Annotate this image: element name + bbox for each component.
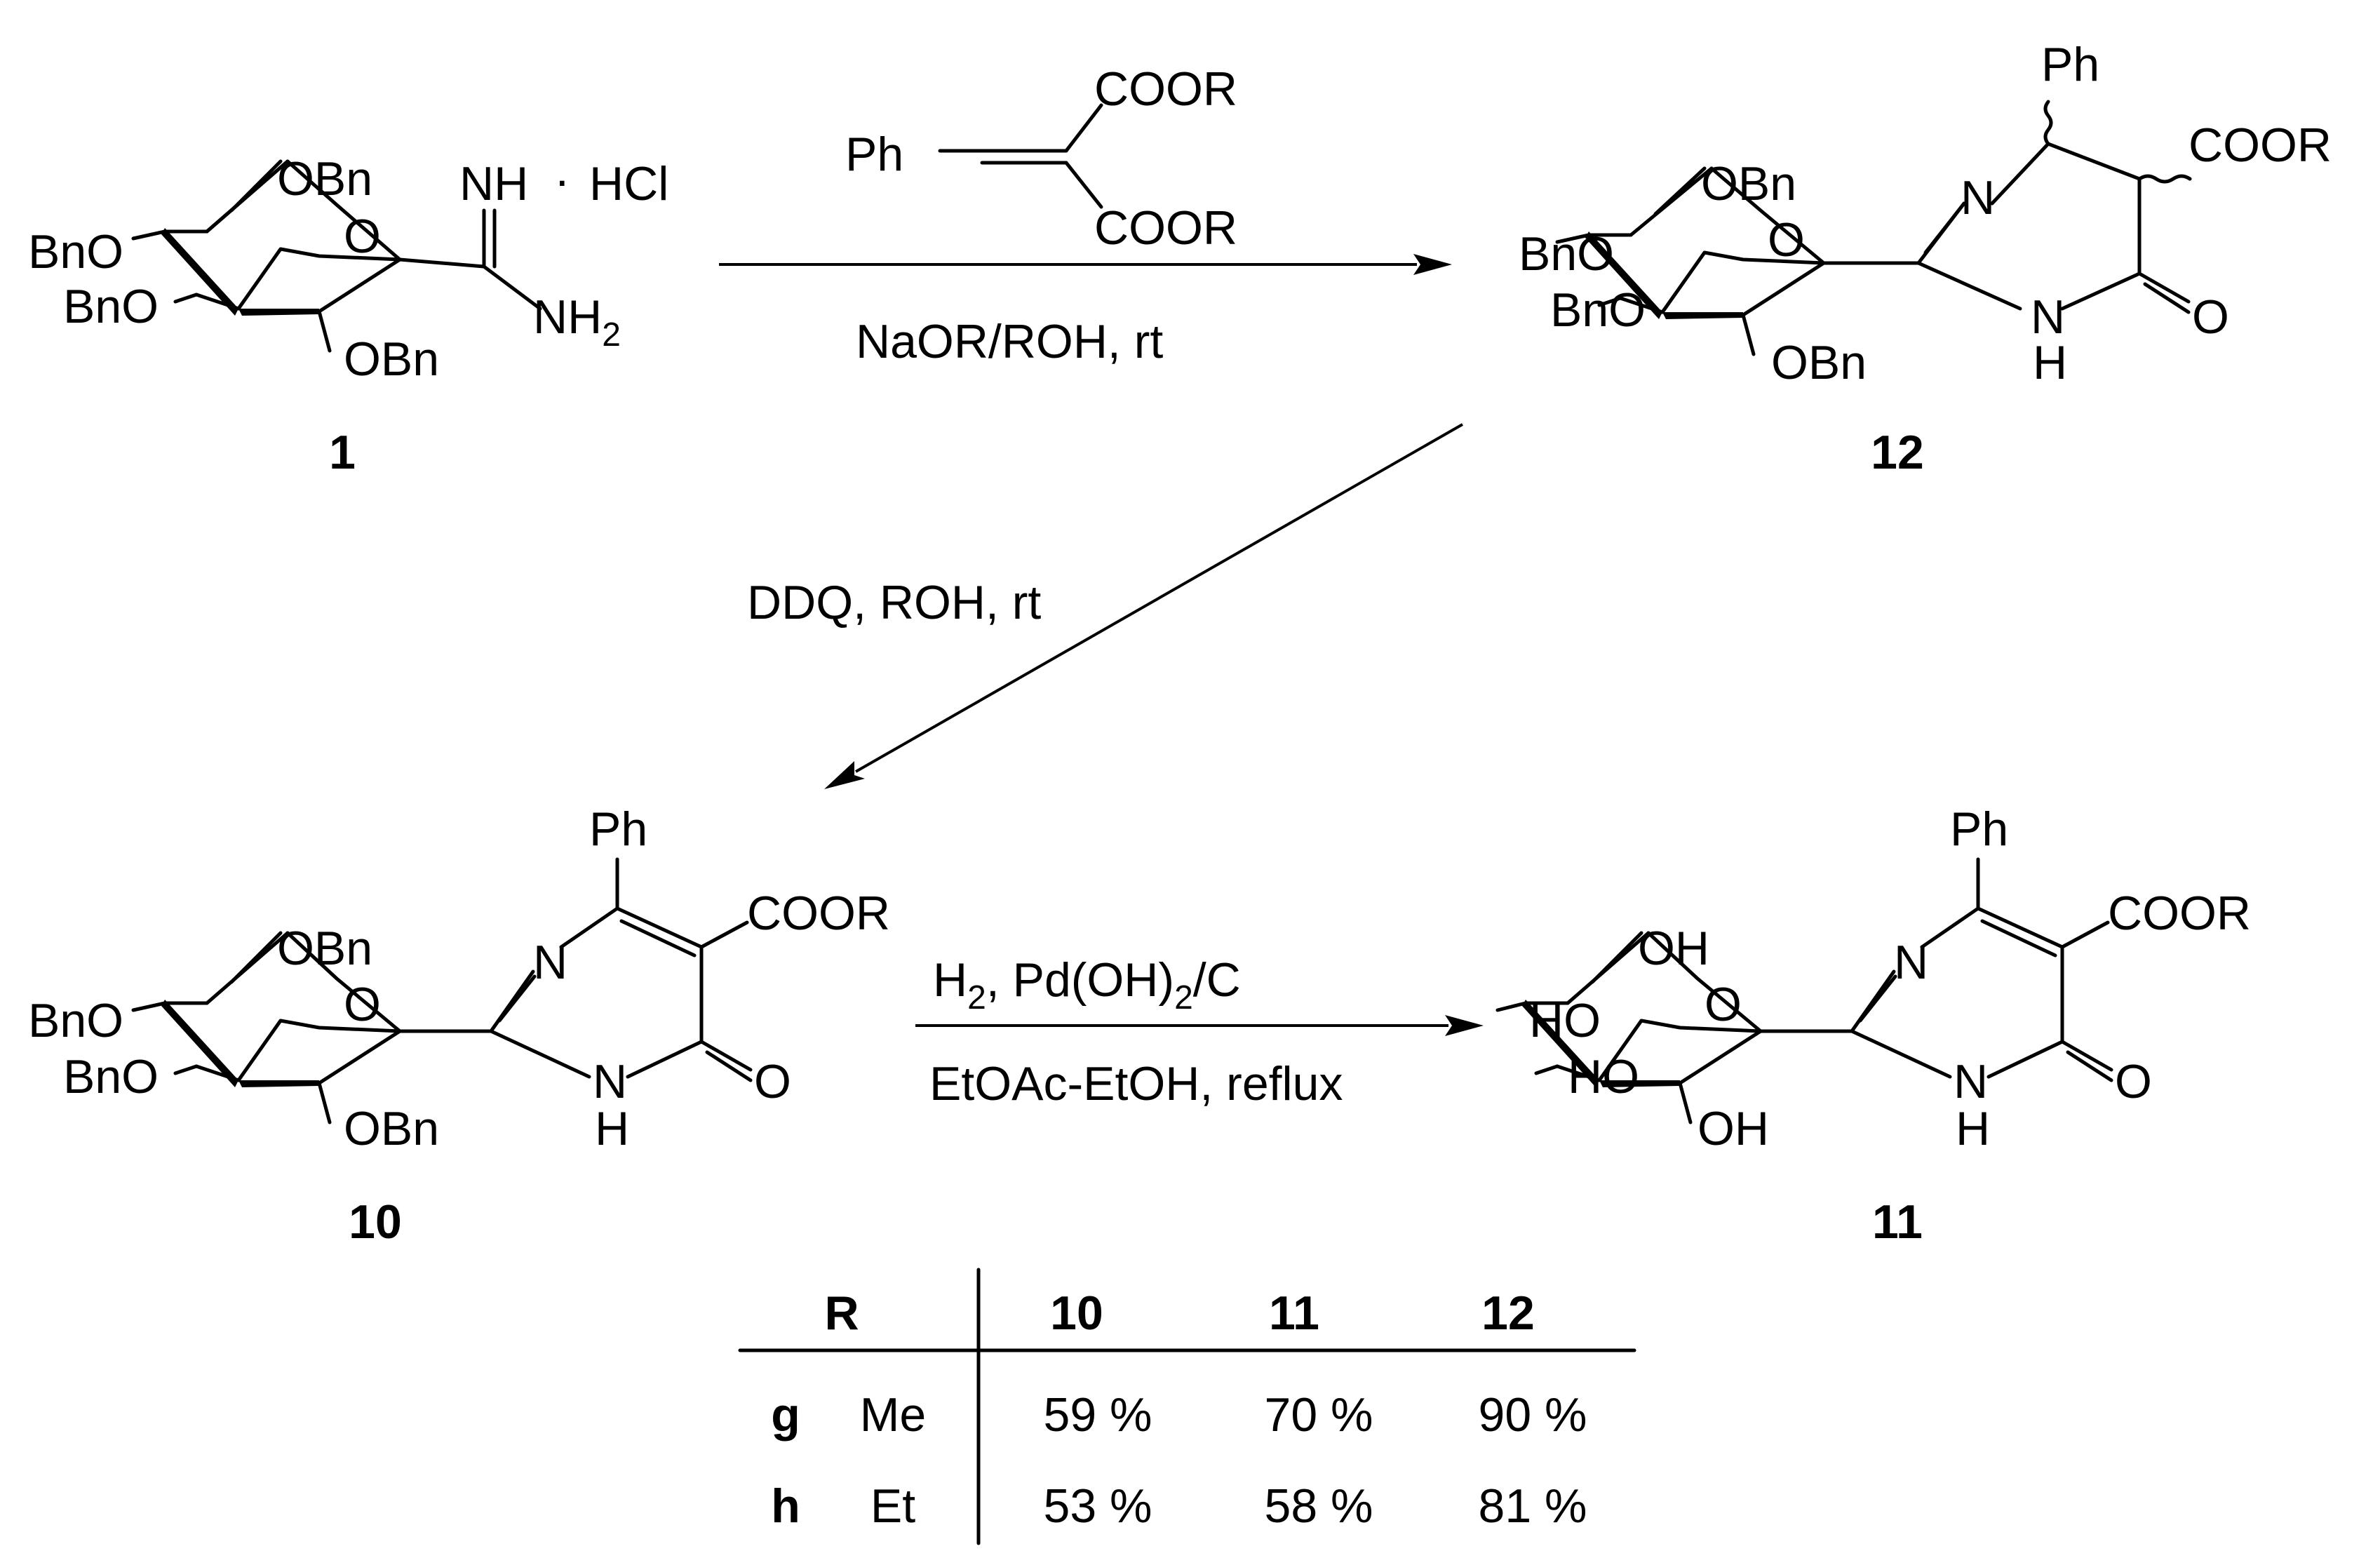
- compound-11: OH HO HO OH O N Ph COOR N H O 11: [1495, 802, 2251, 1249]
- table-cell: 59 %: [1044, 1388, 1152, 1442]
- amide-h-label: H: [1956, 1102, 1990, 1155]
- reaction-arrow-1: NaOR/ROH, rt: [719, 254, 1452, 368]
- condition-step3-top: H2, Pd(OH)2/C: [933, 953, 1241, 1016]
- ring-oxygen-label: O: [1705, 978, 1742, 1031]
- imine-n-label: N: [533, 936, 567, 989]
- ester-label: COOR: [1094, 62, 1237, 116]
- compound-12: OBn BnO BnO OBn O N Ph COOR N H O 12: [1519, 38, 2332, 479]
- carbonyl-o-label: O: [2192, 290, 2229, 344]
- ho-label: HO: [1529, 994, 1601, 1047]
- benzylidene-malonate-reagent: Ph COOR COOR: [845, 62, 1237, 255]
- carbonyl-o-label: O: [754, 1055, 791, 1108]
- compound-1: OBn BnO BnO OBn O NH · HCl NH2 1: [28, 152, 668, 479]
- carbonyl-o-label: O: [2115, 1055, 2152, 1108]
- table-cell: Et: [870, 1479, 915, 1533]
- ester-label: COOR: [2108, 887, 2251, 940]
- bno-label: BnO: [63, 1050, 159, 1103]
- reaction-arrow-3: H2, Pd(OH)2/C EtOAc-EtOH, reflux: [915, 953, 1484, 1110]
- bno-label: BnO: [28, 994, 123, 1047]
- table-header: 11: [1269, 1287, 1319, 1340]
- hcl-label: HCl: [589, 157, 668, 210]
- table-row-id: g: [771, 1388, 800, 1442]
- bno-label: BnO: [28, 225, 123, 278]
- phenyl-label: Ph: [1950, 802, 2008, 856]
- compound-number: 11: [1872, 1195, 1923, 1249]
- table-cell: 70 %: [1265, 1388, 1373, 1442]
- amide-h-label: H: [2033, 336, 2067, 389]
- table-header: 10: [1050, 1287, 1103, 1340]
- compound-number: 10: [349, 1195, 402, 1249]
- ring-oxygen-label: O: [344, 210, 381, 263]
- ester-label: COOR: [2189, 119, 2332, 172]
- obn-label: OBn: [344, 1102, 439, 1155]
- table-row-id: h: [771, 1479, 800, 1533]
- imine-nh-label: NH: [459, 157, 528, 210]
- obn-label: OBn: [277, 152, 372, 206]
- ho-label: HO: [1568, 1050, 1639, 1103]
- condition-step3-bottom: EtOAc-EtOH, reflux: [929, 1057, 1343, 1110]
- ring-oxygen-label: O: [344, 978, 381, 1031]
- table-cell: 58 %: [1265, 1479, 1373, 1533]
- phenyl-label: Ph: [2041, 38, 2099, 91]
- reaction-arrow-2: DDQ, ROH, rt: [747, 423, 1463, 789]
- amide-n-label: N: [593, 1055, 627, 1108]
- amide-n-label: N: [1954, 1055, 1988, 1108]
- compound-number: 1: [329, 426, 356, 479]
- obn-label: OBn: [277, 922, 372, 975]
- imine-n-label: N: [1961, 171, 1995, 224]
- imine-n-label: N: [1894, 936, 1928, 989]
- phenyl-label: Ph: [845, 128, 903, 181]
- table-header: 12: [1481, 1287, 1535, 1340]
- obn-label: OBn: [1701, 157, 1796, 210]
- ring-oxygen-label: O: [1768, 213, 1805, 267]
- bno-label: BnO: [1519, 227, 1614, 281]
- phenyl-label: Ph: [589, 802, 647, 856]
- table-cell: Me: [860, 1388, 926, 1442]
- table-header: R: [824, 1287, 859, 1340]
- ester-label: COOR: [1094, 201, 1237, 255]
- ester-label: COOR: [747, 887, 890, 940]
- oh-label: OH: [1638, 922, 1709, 975]
- table-cell: 81 %: [1479, 1479, 1587, 1533]
- table-cell: 53 %: [1044, 1479, 1152, 1533]
- salt-dot: ·: [554, 154, 570, 207]
- yield-table: R 10 11 12 g Me 59 % 70 % 90 % h Et 53 %…: [738, 1268, 1636, 1545]
- amine-nh2-label: NH2: [533, 290, 621, 354]
- condition-step2: DDQ, ROH, rt: [747, 576, 1041, 629]
- amide-n-label: N: [2031, 290, 2065, 344]
- bno-label: BnO: [1550, 283, 1646, 337]
- amide-h-label: H: [595, 1102, 629, 1155]
- compound-10: OBn BnO BnO OBn O N Ph COOR N H O 10: [28, 802, 890, 1249]
- obn-label: OBn: [1771, 336, 1867, 389]
- compound-number: 12: [1871, 426, 1924, 479]
- oh-label: OH: [1697, 1102, 1769, 1155]
- condition-step1: NaOR/ROH, rt: [856, 315, 1163, 368]
- obn-label: OBn: [344, 333, 439, 386]
- table-cell: 90 %: [1479, 1388, 1587, 1442]
- bno-label: BnO: [63, 280, 159, 333]
